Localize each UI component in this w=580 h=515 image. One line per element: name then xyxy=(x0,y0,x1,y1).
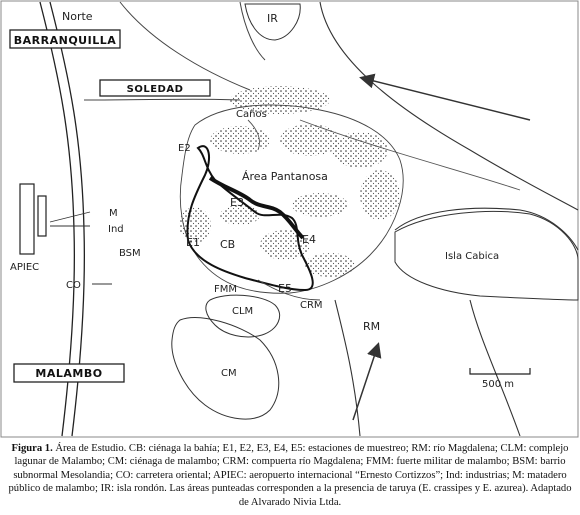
canos-label: Caños xyxy=(236,109,267,120)
cb-channel xyxy=(208,176,305,240)
taruya-patch xyxy=(230,86,330,114)
caption-label: Figura 1. xyxy=(11,443,53,454)
airport-building-2 xyxy=(37,195,47,237)
flow-arrow-bottom xyxy=(352,342,382,421)
north-label: Norte xyxy=(62,10,93,23)
flow-arrow-top xyxy=(359,73,531,121)
ir-label: IR xyxy=(267,12,278,25)
barranquilla-label: BARRANQUILLA xyxy=(14,34,116,47)
malambo-box xyxy=(13,363,125,383)
map-frame xyxy=(0,0,579,438)
bsm-label: BSM xyxy=(119,248,141,259)
cienaga-la-bahia xyxy=(186,145,314,292)
cm-label: CM xyxy=(221,368,237,379)
isla-cabica-label: Isla Cabica xyxy=(445,251,499,262)
north-road xyxy=(119,1,251,91)
soledad-label: SOLEDAD xyxy=(127,84,184,95)
ind-label: Ind xyxy=(108,224,124,235)
clm-label: CLM xyxy=(232,306,253,317)
figure-caption: Figura 1. Área de Estudio. CB: ciénaga l… xyxy=(6,442,574,509)
scale-bar xyxy=(469,368,531,375)
complejo-lagunar-malambo xyxy=(205,294,280,338)
barranquilla-box xyxy=(9,29,121,49)
fmm-label: FMM xyxy=(214,284,237,295)
isla-rondon xyxy=(244,3,301,41)
cienaga-malambo xyxy=(171,317,280,420)
cb-label: CB xyxy=(220,238,235,251)
airport-building-1 xyxy=(19,183,35,255)
river-bank-west xyxy=(319,1,579,211)
soledad-box xyxy=(99,79,211,97)
e2-label: E2 xyxy=(178,143,191,154)
area-pantanosa-label: Área Pantanosa xyxy=(242,170,328,183)
canos xyxy=(247,119,260,151)
e1-label: E1 xyxy=(186,236,200,249)
e5-label: E5 xyxy=(278,282,292,295)
apiec-label: APIEC xyxy=(10,262,39,273)
isla-cabica xyxy=(394,210,579,301)
e3-label: E3 xyxy=(230,196,244,209)
rm-label: RM xyxy=(363,320,380,333)
river-bank-east xyxy=(394,207,579,251)
study-area-map: BARRANQUILLA SOLEDAD MALAMBO Norte IR Ca… xyxy=(0,0,579,438)
co-label: CO xyxy=(66,280,81,291)
crm-label: CRM xyxy=(300,300,323,311)
scale-label: 500 m xyxy=(482,379,514,390)
m-label: M xyxy=(109,208,118,219)
caption-text: Área de Estudio. CB: ciénaga la bahía; E… xyxy=(8,443,572,508)
malambo-label: MALAMBO xyxy=(35,367,102,380)
e4-label: E4 xyxy=(302,233,316,246)
